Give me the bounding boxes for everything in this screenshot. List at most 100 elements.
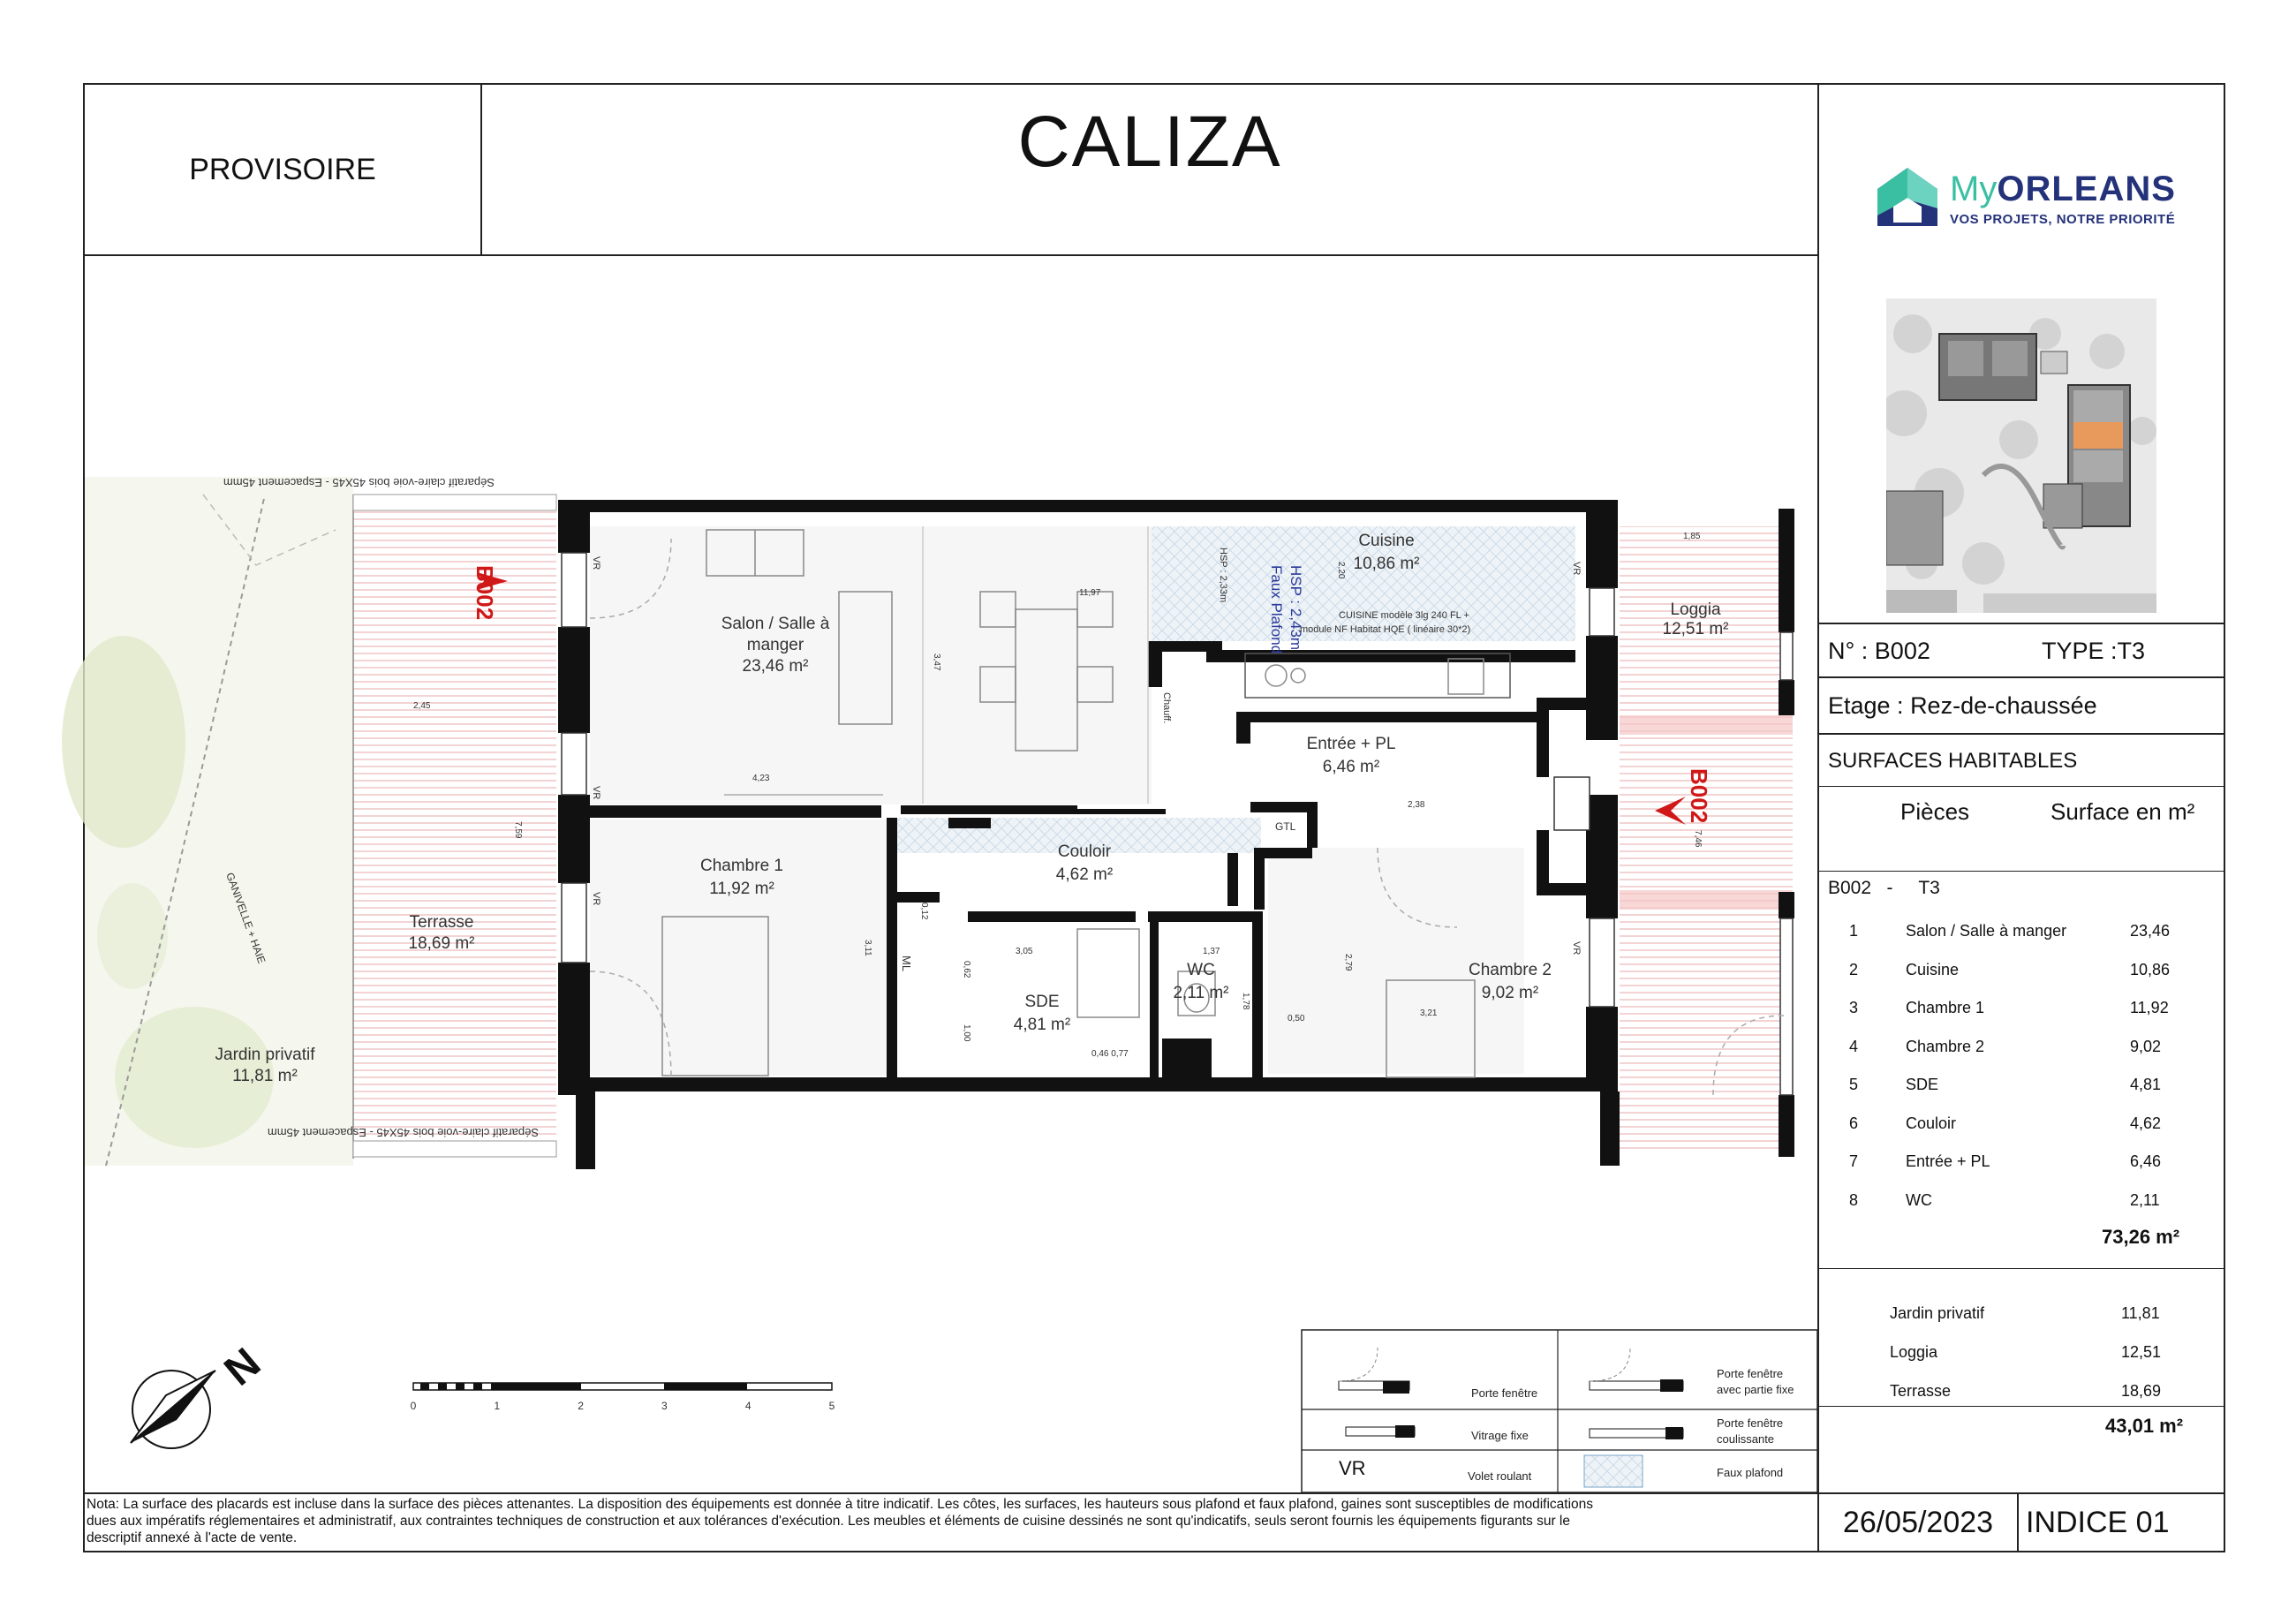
scale-tick-label: 1 bbox=[494, 1400, 500, 1412]
couloir-label: Couloir bbox=[1058, 842, 1112, 861]
logo-my: My bbox=[1950, 170, 1998, 208]
legend-coulissante-1: Porte fenêtre bbox=[1717, 1416, 1784, 1430]
salon-label-1: Salon / Salle à bbox=[721, 615, 830, 633]
dimension-label: 2,20 bbox=[1336, 562, 1346, 579]
room-name: Entrée + PL bbox=[1906, 1152, 1990, 1170]
room-name: WC bbox=[1906, 1190, 1932, 1209]
dimension-label: 0,12 bbox=[919, 903, 929, 920]
col-surface: Surface en m² bbox=[2051, 798, 2195, 825]
room-number: 6 bbox=[1849, 1114, 1859, 1132]
entree-area: 6,46 m² bbox=[1323, 758, 1379, 776]
total-annexes: 43,01 m² bbox=[2105, 1415, 2184, 1437]
dimension-label: 3,11 bbox=[863, 940, 872, 956]
loggia-deck bbox=[1620, 526, 1793, 1153]
legend-porte-fenetre: Porte fenêtre bbox=[1471, 1386, 1538, 1400]
annexe-surface: 18,69 bbox=[2121, 1382, 2162, 1400]
nota-line-2: dues aux impératifs réglementaires et ad… bbox=[87, 1514, 1570, 1529]
logo-tagline: VOS PROJETS, NOTRE PRIORITÉ bbox=[1950, 212, 2176, 227]
dimension-label: 4,23 bbox=[752, 774, 770, 783]
col-pieces: Pièces bbox=[1900, 798, 1970, 825]
dimension-label: 7,59 bbox=[513, 821, 523, 839]
faux-plafond-label: Faux Plafond bbox=[1268, 565, 1285, 653]
project-title: CALIZA bbox=[1017, 102, 1282, 182]
salon-area: 23,46 m² bbox=[743, 657, 809, 676]
footer-divider bbox=[2017, 1492, 2019, 1551]
room-name: SDE bbox=[1906, 1076, 1939, 1093]
room-labels: Salon / Salle à manger 23,46 m² Cuisine … bbox=[215, 532, 1729, 1085]
footer-top-line bbox=[83, 1492, 2225, 1494]
frame-divider bbox=[1817, 83, 1819, 1552]
room-number: 8 bbox=[1849, 1190, 1859, 1209]
dimension-label: 1,37 bbox=[1203, 947, 1220, 956]
b002-arrow-loggia bbox=[1655, 797, 1686, 825]
scale-tick-label: 3 bbox=[661, 1400, 668, 1412]
surfaces-title: SURFACES HABITABLES bbox=[1828, 749, 2078, 773]
room-surface: 23,46 bbox=[2130, 922, 2171, 940]
dimension-label: 3,21 bbox=[1420, 1008, 1438, 1018]
room-number: 4 bbox=[1849, 1037, 1859, 1055]
scale-tick-label: 4 bbox=[745, 1400, 751, 1412]
dimension-label: 2,38 bbox=[1408, 800, 1425, 810]
annexe-name: Jardin privatif bbox=[1890, 1304, 1985, 1322]
room-surface: 9,02 bbox=[2130, 1037, 2162, 1055]
vr-label: VR bbox=[591, 892, 601, 905]
couloir-area: 4,62 m² bbox=[1056, 865, 1113, 884]
dimension-label: 2,45 bbox=[413, 701, 431, 711]
nota-line-1: Nota: La surface des placards est inclus… bbox=[87, 1497, 1594, 1512]
logo-orleans: ORLEANS bbox=[1997, 170, 2176, 208]
cuisine-label: Cuisine bbox=[1358, 532, 1414, 550]
faux-plafond-hsp: HSP : 2,43m bbox=[1288, 565, 1304, 650]
plan-date: 26/05/2023 bbox=[1842, 1505, 1994, 1539]
frame-top bbox=[83, 83, 2225, 85]
north-label: N bbox=[216, 1340, 270, 1395]
annexe-surface: 11,81 bbox=[2121, 1304, 2160, 1322]
legend-box bbox=[1301, 1329, 1818, 1493]
chauff-label: Chauff. bbox=[1161, 692, 1172, 723]
dimension-label: 3,47 bbox=[932, 653, 941, 671]
dimension-label: 0,62 bbox=[962, 961, 971, 978]
wc-label: WC bbox=[1187, 961, 1215, 979]
terrasse-label: Terrasse bbox=[410, 913, 474, 932]
dimension-label: 7,46 bbox=[1693, 830, 1703, 848]
scale-tick-label: 2 bbox=[578, 1400, 584, 1412]
chambre2-label: Chambre 2 bbox=[1469, 961, 1552, 979]
scale-tick-label: 5 bbox=[829, 1400, 835, 1412]
b002-label-terrasse: B002 bbox=[472, 565, 498, 620]
vr-label: VR bbox=[591, 556, 601, 570]
vr-label: VR bbox=[591, 786, 601, 799]
annexe-surface: 12,51 bbox=[2121, 1343, 2162, 1361]
room-number: 5 bbox=[1849, 1076, 1859, 1093]
room-number: 1 bbox=[1849, 922, 1859, 940]
lot-type: TYPE :T3 bbox=[2042, 638, 2146, 664]
room-number: 7 bbox=[1849, 1152, 1859, 1170]
nota-text: Nota: La surface des placards est inclus… bbox=[87, 1496, 1764, 1546]
group-label: B002 - T3 bbox=[1828, 878, 1940, 898]
jardin-label: Jardin privatif bbox=[215, 1046, 316, 1064]
vr-label: VR bbox=[1571, 941, 1582, 955]
annexe-row: Jardin privatif 11,81 bbox=[1821, 1294, 2201, 1332]
room-number: 2 bbox=[1849, 960, 1859, 978]
b002-arrow-terrasse bbox=[477, 572, 508, 590]
room-name: Salon / Salle à manger bbox=[1906, 922, 2067, 940]
dimension-labels: 4,2311,973,472,457,591,852,202,387,463,1… bbox=[413, 532, 1703, 1059]
entree-label: Entrée + PL bbox=[1307, 735, 1396, 753]
separatif-bottom: Séparatif claire-voie bois 45X45 - Espac… bbox=[268, 1126, 539, 1139]
scale-bar: 0 1 2 3 4 5 bbox=[411, 1382, 835, 1412]
tbl-line-5 bbox=[1819, 871, 2224, 872]
wc-area: 2,11 m² bbox=[1173, 984, 1228, 1002]
myorleans-logo: MyORLEANS VOS PROJETS, NOTRE PRIORITÉ bbox=[1872, 164, 2190, 235]
scale-tick-label: 0 bbox=[411, 1400, 417, 1412]
dimension-label: 1,00 bbox=[962, 1024, 971, 1042]
loggia-label: Loggia bbox=[1670, 601, 1720, 619]
dimension-label: 11,97 bbox=[1079, 588, 1101, 598]
cuisine-note-2: module NF Habitat HQE ( linéaire 30*2) bbox=[1300, 624, 1470, 635]
gtl-label: GTL bbox=[1275, 820, 1296, 833]
room-name: Cuisine bbox=[1906, 960, 1960, 978]
sde-label: SDE bbox=[1024, 993, 1059, 1011]
